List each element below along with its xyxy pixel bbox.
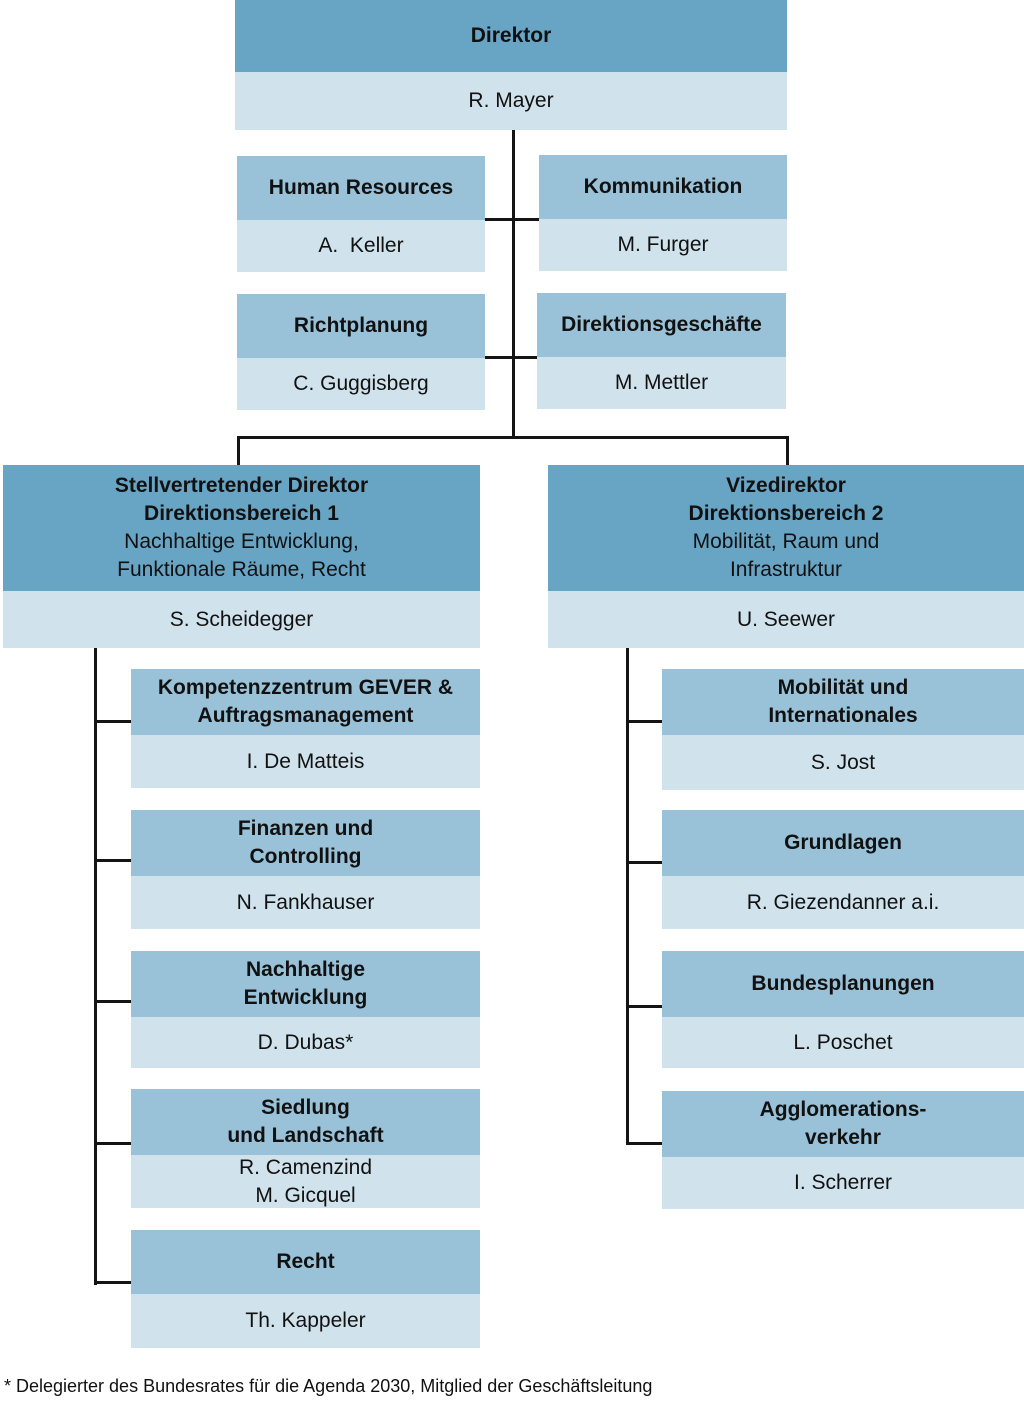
org-box-recht: Recht Th. Kappeler: [131, 1230, 480, 1348]
org-box-direktionsbereich-1: Stellvertretender Direktor Direktionsber…: [3, 465, 480, 648]
connector-line: [786, 436, 789, 466]
box-person: L. Poschet: [793, 1030, 893, 1054]
box-title: Nachhaltige: [245, 958, 366, 981]
org-box-bundesplanungen: Bundesplanungen L. Poschet: [662, 951, 1024, 1068]
box-person: D. Dubas*: [257, 1030, 354, 1054]
box-title: Direktor: [470, 24, 552, 47]
box-person: M. Mettler: [614, 371, 709, 394]
footnote: * Delegierter des Bundesrates für die Ag…: [4, 1376, 653, 1396]
box-title: Direktionsgeschäfte: [561, 313, 762, 336]
box-title: Kompetenzzentrum GEVER &: [157, 676, 454, 699]
box-title: Controlling: [249, 845, 362, 868]
box-title: Recht: [276, 1250, 335, 1273]
box-subtitle: Funktionale Räume, Recht: [117, 558, 366, 581]
box-person: M. Furger: [617, 233, 709, 256]
box-person: N. Fankhauser: [236, 890, 375, 914]
connector-line: [512, 128, 515, 439]
box-person: R. Camenzind: [238, 1155, 373, 1179]
org-box-direktionsgeschaefte: Direktionsgeschäfte M. Mettler: [537, 293, 786, 409]
connector-line: [626, 648, 629, 1145]
org-box-direktor: Direktor R. Mayer: [235, 0, 787, 130]
org-box-kommunikation: Kommunikation M. Furger: [539, 155, 787, 271]
box-title: Siedlung: [261, 1096, 350, 1119]
connector-line: [94, 648, 97, 1285]
box-person: R. Mayer: [468, 89, 554, 112]
box-title: Mobilität und: [777, 676, 909, 699]
connector-line: [626, 1142, 663, 1145]
box-title: Entwicklung: [243, 986, 368, 1009]
connector-line: [94, 1142, 131, 1145]
org-box-siedlung: Siedlung und Landschaft R. Camenzind M. …: [131, 1089, 480, 1208]
org-box-direktionsbereich-2: Vizedirektor Direktionsbereich 2 Mobilit…: [548, 465, 1024, 648]
box-title: Kommunikation: [583, 175, 743, 198]
connector-line: [237, 436, 789, 439]
box-person: M. Gicquel: [255, 1183, 356, 1207]
box-person: C. Guggisberg: [293, 372, 429, 395]
connector-line: [626, 720, 663, 723]
connector-line: [485, 218, 539, 221]
org-box-grundlagen: Grundlagen R. Giezendanner a.i.: [662, 810, 1024, 929]
box-title: Agglomerations-: [759, 1098, 927, 1121]
org-box-richtplanung: Richtplanung C. Guggisberg: [237, 294, 485, 410]
box-title: Vizedirektor: [726, 474, 846, 497]
box-person: Th. Kappeler: [245, 1309, 366, 1332]
box-subtitle: Nachhaltige Entwicklung,: [124, 530, 359, 553]
box-subtitle: Mobilität, Raum und: [692, 530, 880, 553]
org-box-finanzen: Finanzen und Controlling N. Fankhauser: [131, 810, 480, 929]
box-person: A. Keller: [318, 234, 404, 257]
connector-line: [237, 436, 240, 466]
box-title: verkehr: [805, 1126, 881, 1149]
connector-line: [94, 1281, 131, 1284]
box-title: Richtplanung: [293, 314, 429, 337]
box-person: S. Scheidegger: [169, 607, 314, 631]
box-title: und Landschaft: [227, 1124, 384, 1147]
connector-line: [94, 720, 131, 723]
box-title: Internationales: [768, 704, 918, 727]
box-title: Bundesplanungen: [751, 972, 935, 995]
box-title: Human Resources: [268, 176, 454, 199]
box-title: Direktionsbereich 1: [144, 502, 339, 525]
box-title: Stellvertretender Direktor: [114, 474, 369, 497]
box-subtitle: Infrastruktur: [729, 558, 843, 581]
box-title: Finanzen und: [237, 817, 374, 840]
box-person: I. Scherrer: [793, 1171, 893, 1194]
box-person: I. De Matteis: [246, 749, 365, 773]
connector-line: [485, 356, 539, 359]
connector-line: [94, 859, 131, 862]
connector-line: [626, 861, 663, 864]
org-box-nachhaltige-entwicklung: Nachhaltige Entwicklung D. Dubas*: [131, 951, 480, 1068]
connector-line: [626, 1005, 663, 1008]
org-box-agglomerationsverkehr: Agglomerations- verkehr I. Scherrer: [662, 1091, 1024, 1209]
box-title: Direktionsbereich 2: [688, 502, 884, 525]
org-box-gever: Kompetenzzentrum GEVER & Auftragsmanagem…: [131, 669, 480, 788]
box-person: R. Giezendanner a.i.: [746, 890, 940, 914]
box-person: S. Jost: [810, 750, 876, 774]
connector-line: [94, 1000, 131, 1003]
box-title: Grundlagen: [784, 831, 902, 854]
org-box-human-resources: Human Resources A. Keller: [237, 156, 485, 272]
box-title: Auftragsmanagement: [197, 704, 414, 727]
org-box-mobilitaet: Mobilität und Internationales S. Jost: [662, 669, 1024, 790]
box-person: U. Seewer: [736, 607, 836, 631]
